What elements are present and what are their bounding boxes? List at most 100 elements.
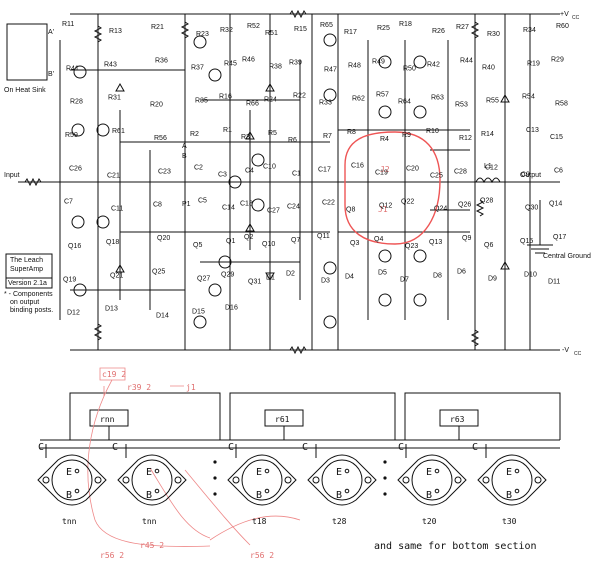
- mounting-hole: [534, 476, 542, 484]
- box-label-r61: r61: [275, 415, 290, 424]
- mounting-hole: [312, 476, 320, 484]
- pin-b-label: B: [66, 490, 72, 501]
- component-ref-d10: D10: [524, 271, 537, 278]
- component-ref-q24: Q24: [434, 206, 447, 213]
- pin-b-label: B: [256, 490, 262, 501]
- pin-c-label: C: [398, 442, 404, 453]
- component-ref-r30: R30: [487, 31, 500, 38]
- component-ref-r34: R34: [523, 27, 536, 34]
- component-ref-q27: Q27: [197, 275, 210, 282]
- component-ref-r42: R42: [427, 61, 440, 68]
- transistor-label: t28: [332, 517, 347, 526]
- to3-body: [117, 454, 187, 506]
- component-ref-q1: Q1: [226, 238, 235, 245]
- component-ref-r60: R60: [556, 23, 569, 30]
- component-ref-c11: C11: [111, 206, 123, 213]
- to3-can: [491, 459, 533, 501]
- component-ref-r22: R22: [293, 93, 306, 100]
- component-ref-r52: R52: [247, 23, 260, 30]
- pin-c-label: C: [472, 442, 478, 453]
- component-ref-r49: R49: [372, 58, 385, 65]
- component-ref-r37: R37: [191, 64, 204, 71]
- central-ground-label: Central Ground: [543, 253, 591, 260]
- component-ref-r4: R4: [380, 136, 389, 143]
- pin-hole: [434, 468, 440, 474]
- component-ref-r39: R39: [289, 59, 302, 66]
- component-ref-d13: D13: [105, 306, 118, 313]
- component-ref-r50: R50: [403, 65, 416, 72]
- pin-c-label: C: [228, 442, 234, 453]
- component-ref-r24: R24: [264, 97, 277, 104]
- box-label-rnn: rnn: [100, 415, 115, 424]
- mounting-hole: [402, 476, 410, 484]
- pin-b-label: B: [336, 490, 342, 501]
- component-ref-r38: R38: [269, 63, 282, 70]
- component-ref-r9: R9: [402, 132, 411, 139]
- component-ref-q28: Q28: [480, 198, 493, 205]
- component-ref-q10: Q10: [262, 241, 275, 248]
- component-ref-c4: C4: [245, 167, 254, 174]
- component-ref-r47: R47: [324, 66, 337, 73]
- to3-body: [307, 454, 377, 506]
- component-ref-r63: R63: [431, 95, 444, 102]
- supply-pos-label: +V: [560, 11, 569, 18]
- annotation-j2: J2: [380, 165, 390, 174]
- point-b-label: B: [182, 153, 187, 160]
- pin-e-label: E: [506, 467, 512, 478]
- component-ref-r32: R32: [220, 27, 233, 34]
- component-ref-d3: D3: [321, 277, 330, 284]
- transistor-symbols: [71, 33, 427, 329]
- component-ref-r36: R36: [155, 57, 168, 64]
- component-ref-r35: R35: [195, 98, 208, 105]
- component-ref-c13: C13: [526, 127, 539, 134]
- pin-hole: [434, 488, 440, 494]
- heat-sink-pin-a: A': [48, 29, 54, 36]
- component-ref-c2: C2: [194, 164, 203, 171]
- mounting-hole: [482, 476, 490, 484]
- point-p1-label: P1: [182, 201, 191, 208]
- component-ref-r45: R45: [224, 60, 237, 67]
- component-ref-q11: Q11: [317, 233, 330, 240]
- component-ref-d6: D6: [457, 268, 466, 275]
- mounting-hole: [232, 476, 240, 484]
- component-ref-c7: C7: [64, 199, 73, 206]
- component-ref-d15: D15: [192, 309, 205, 316]
- component-ref-d5: D5: [378, 269, 387, 276]
- component-ref-r21: R21: [151, 24, 164, 31]
- component-ref-d14: D14: [156, 313, 169, 320]
- component-ref-c17: C17: [318, 166, 331, 173]
- to3-body: [37, 454, 107, 506]
- mounting-hole: [364, 476, 372, 484]
- to3-can: [411, 459, 453, 501]
- transistor-label: t30: [502, 517, 517, 526]
- supply-neg-sub: CC: [574, 351, 582, 357]
- title-box-line2: SuperAmp: [10, 266, 43, 273]
- red-annotations: [344, 131, 441, 245]
- diode-symbols: [115, 82, 510, 282]
- component-ref-r56: R56: [154, 135, 167, 142]
- title-box-line1: The Leach: [10, 257, 43, 264]
- pin-e-label: E: [426, 467, 432, 478]
- component-ref-r1: R1: [223, 127, 232, 134]
- component-ref-c21: C21: [107, 172, 120, 179]
- component-ref-r10: R10: [426, 128, 439, 135]
- transistor-label: tnn: [62, 517, 77, 526]
- component-ref-r62: R62: [352, 96, 365, 103]
- component-ref-q26: Q26: [458, 202, 471, 209]
- component-ref-r29: R29: [551, 56, 564, 63]
- component-ref-c22: C22: [322, 200, 335, 207]
- component-ref-r33: R33: [319, 100, 332, 107]
- transistor-label: t18: [252, 517, 267, 526]
- component-ref-q7: Q7: [291, 237, 300, 244]
- resistor-symbols: [24, 9, 485, 355]
- to3-can: [51, 459, 93, 501]
- to3-can: [241, 459, 283, 501]
- pin-hole: [344, 488, 350, 494]
- pin-hole: [344, 468, 350, 474]
- component-ref-d8: D8: [433, 272, 442, 279]
- component-ref-d9: D9: [488, 275, 497, 282]
- component-ref-c27: C27: [267, 208, 280, 215]
